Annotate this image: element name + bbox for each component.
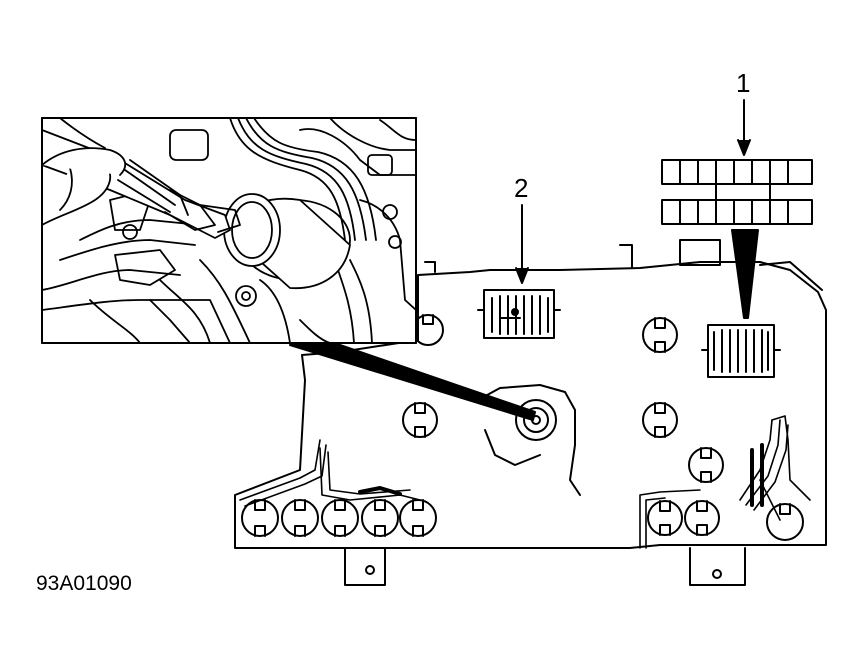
leader-arrow-1: [737, 99, 751, 156]
callout-1: 1: [736, 68, 751, 98]
magnified-inset: [41, 117, 417, 344]
figure-code: 93A01090: [36, 572, 132, 595]
mounting-tab-right: [689, 547, 746, 586]
circuit-traces: [239, 415, 811, 549]
connector-1: [701, 324, 781, 378]
circuit-board: [234, 239, 827, 549]
callout-2: 2: [514, 173, 529, 203]
leader-arrow-2: [515, 204, 529, 284]
connector-2: [477, 289, 561, 339]
connector-1-pin-rows: [661, 159, 813, 319]
magnifier-pointer: [289, 344, 536, 421]
center-socket: [477, 384, 581, 496]
mounting-tab-left: [344, 547, 386, 586]
bulb-sockets: [241, 314, 804, 541]
